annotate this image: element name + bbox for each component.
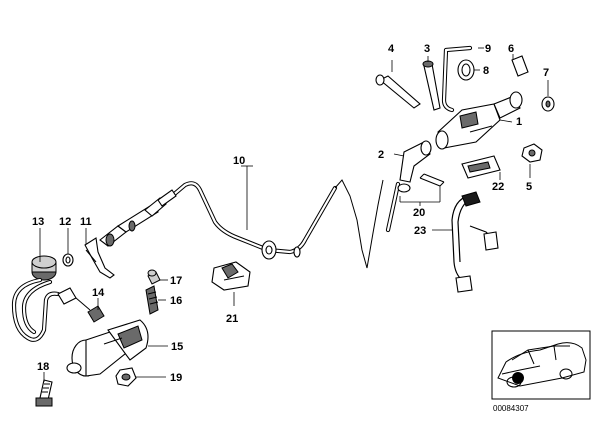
callout-16: 16 [170,295,182,307]
wiring-harness [451,191,499,293]
pin [511,55,529,77]
callout-11: 11 [80,216,92,228]
callout-13: 13 [32,216,44,228]
retaining-clip [419,173,445,187]
hex-bolt [35,379,53,407]
callout-2: 2 [378,149,384,161]
slave-cylinder [66,319,149,377]
supply-hose [441,45,473,113]
master-cylinder [435,91,523,150]
dust-cap [147,269,161,285]
callout-15: 15 [171,341,183,353]
reservoir-hose [11,255,61,342]
callout-17: 17 [170,275,182,287]
long-bolt [375,74,421,109]
callout-3: 3 [424,43,430,55]
callout-9: 9 [485,43,491,55]
clutch-pipe [169,179,384,269]
callout-12: 12 [59,216,71,228]
location-marker [512,372,524,384]
callout-19: 19 [170,372,182,384]
callout-10: 10 [233,155,245,167]
pipe-clamp [211,261,251,291]
hose-clamp [457,59,475,81]
pipe-union [99,189,177,247]
leader-lines [39,47,549,382]
callout-14: 14 [92,287,105,299]
callouts: 1 2 3 4 5 6 7 8 9 10 11 12 13 14 15 16 1… [32,43,549,384]
hose-fitting [57,287,105,323]
callout-23: 23 [414,225,426,237]
callout-18: 18 [37,361,49,373]
elbow-fitting [385,140,432,233]
callout-1: 1 [516,116,522,128]
document-number: 00084307 [493,404,529,413]
callout-7: 7 [543,67,549,79]
screw [422,60,441,111]
callout-8: 8 [483,65,489,77]
lock-nut [521,143,543,163]
callout-20: 20 [413,207,425,219]
hex-nut [115,367,137,387]
vehicle-inset [491,330,591,400]
bracket-clip [84,237,115,279]
bleed-screw [145,285,159,315]
clutch-switch [461,155,501,179]
callout-4: 4 [388,43,395,55]
callout-5: 5 [526,181,532,193]
callout-22: 22 [492,181,504,193]
callout-6: 6 [508,43,514,55]
callout-21: 21 [226,313,238,325]
